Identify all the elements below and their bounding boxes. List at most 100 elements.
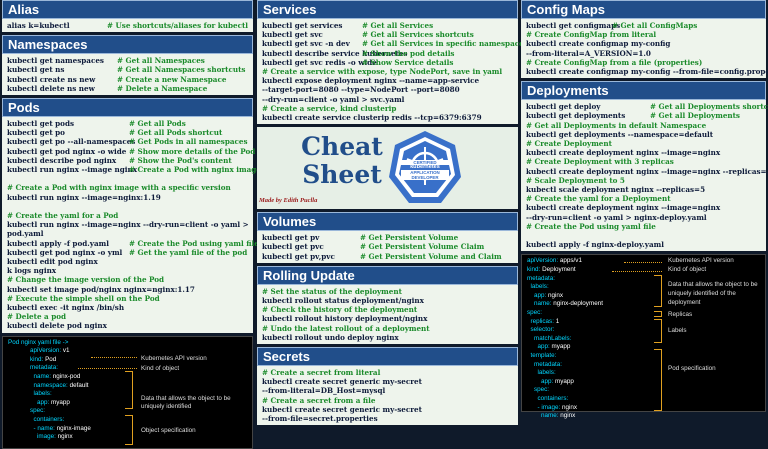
command-text: alias k=kubectl <box>7 21 70 30</box>
command-row: kubectl get ns# Get all Namespaces short… <box>7 65 248 74</box>
command-text: kubectl get services <box>262 21 343 30</box>
command-line: kubectl create configmap my-config --fro… <box>526 67 768 77</box>
yaml-line: name: nginx-deployment <box>527 300 760 309</box>
badge-line-2: kubernetes <box>401 164 449 171</box>
yaml-line: metadata: <box>527 275 760 284</box>
command-line: kubectl create configmap my-config <box>526 39 671 49</box>
comment-line: # Create ConfigMap from literal <box>526 30 657 40</box>
command-text: kubectl get ns <box>7 65 65 75</box>
annotation-text: Kind of object <box>141 364 180 372</box>
command-row: kubectl describe service kubernetes# Sho… <box>262 49 513 58</box>
yaml-key: spec: <box>30 407 46 415</box>
yaml-value: nginx-image <box>56 424 91 432</box>
configmaps-body: kubectl get configmaps# Get all ConfigMa… <box>521 19 768 78</box>
configmaps-section: Config Maps kubectl get configmaps# Get … <box>521 0 768 79</box>
command-comment: # Get all Pods <box>129 119 186 129</box>
yaml-value: nginx <box>57 433 73 441</box>
yaml-value: Deployment <box>542 266 576 274</box>
command-text: kubectl get deployments <box>526 111 626 121</box>
annotation-text: Labels <box>668 327 687 335</box>
command-line: kubectl create service clusterip redis -… <box>262 113 482 123</box>
command-comment: # Get all Pods shortcut <box>129 128 223 138</box>
command-comment: # Show Service details <box>362 57 454 67</box>
yaml-value: v1 <box>62 347 70 355</box>
command-line: kubectl create deployment nginx --image=… <box>526 203 721 213</box>
badge-line-3: APPLICATION <box>410 170 440 176</box>
command-row: kubectl get pv# Get Persistent Volume <box>262 233 513 242</box>
command-comment: # Show the pod details <box>362 48 455 58</box>
command-line: kubectl edit pod nginx <box>7 257 98 267</box>
yaml-key: app: <box>527 291 547 299</box>
command-text: kubectl get pod nginx -o wide <box>7 146 127 156</box>
command-line: kubectl create deployment nginx --image=… <box>526 166 768 176</box>
command-text: kubectl get pod nginx -o yml <box>7 247 123 257</box>
ckad-badge-icon: CERTIFIED kubernetes APPLICATION DEVELOP… <box>387 129 463 207</box>
badge-line-1: CERTIFIED <box>413 160 437 166</box>
yaml-line: kind: Deployment <box>527 266 760 275</box>
services-section: Services kubectl get services# Get all S… <box>257 0 524 125</box>
badge-line-4: DEVELOPER <box>411 175 439 181</box>
annotation-text: Kubernetes API version <box>668 257 734 265</box>
yaml-value: nginx-pod <box>52 373 81 381</box>
command-row: kubectl run nginx --image nginx# Create … <box>7 165 261 174</box>
bracket <box>654 319 662 344</box>
command-comment: # Get all Namespaces <box>117 56 205 66</box>
yaml-line: app: myapp <box>30 399 247 408</box>
command-text: kubectl get deploy <box>526 102 601 112</box>
command-comment: # Get Persistent Volume and Claim <box>360 251 502 261</box>
command-row: kubectl create ns new# Create a new Name… <box>7 75 248 84</box>
command-comment: # Create the Pod using yaml file <box>129 238 259 248</box>
yaml-line: spec: <box>30 407 247 416</box>
command-text: kubectl get po --all-namespaces <box>7 137 136 147</box>
bracket <box>125 370 133 409</box>
configmaps-title: Config Maps <box>521 0 766 19</box>
command-line: --from-literal=DB_Host=mysql <box>262 386 386 396</box>
comment-line: # Create a secret from a file <box>262 395 376 405</box>
yaml-key: selector: <box>527 326 555 334</box>
annotation-text: Kind of object <box>668 266 707 274</box>
command-line: pod.yaml <box>7 229 44 239</box>
command-line: kubectl get deployments --namespace=defa… <box>526 129 714 139</box>
command-comment: # Create a Pod with nginx image <box>129 165 261 175</box>
yaml-line: metadata: <box>527 361 760 370</box>
yaml-key: spec: <box>527 386 550 394</box>
command-text: kubectl get svc redis -o wide <box>262 57 377 67</box>
command-comment: # Get all Services in specific namespace <box>362 39 524 49</box>
command-text: kubectl get configmaps <box>526 21 621 30</box>
command-line: kubectl run nginx --image=nginx:1.19 <box>7 192 161 202</box>
cheat-sheet-title: Cheat Sheet <box>297 133 387 189</box>
yaml-key: template: <box>527 351 557 359</box>
dotted-connector <box>78 367 137 369</box>
command-row: kubectl get namespaces# Get all Namespac… <box>7 56 248 65</box>
annotation-text: Pod specification <box>668 365 716 373</box>
command-row: kubectl get deploy# Get all Deployments … <box>526 102 768 112</box>
command-text: kubectl get pv <box>262 233 320 243</box>
command-line: kubectl rollout status deployment/nginx <box>262 296 424 306</box>
comment-line: # Create the yaml for a Pod <box>7 211 119 221</box>
comment-line: # Create the yaml for a Deployment <box>526 194 671 204</box>
yaml-value: Pod <box>45 355 57 363</box>
command-line: kubectl set image pod/nginx nginx=nginx:… <box>7 284 195 294</box>
command-row: kubectl get deployments# Get all Deploym… <box>526 111 761 120</box>
deployments-body: kubectl get deploy# Get all Deployments … <box>521 100 768 251</box>
alias-title: Alias <box>2 0 253 19</box>
namespaces-title: Namespaces <box>2 35 253 55</box>
yaml-line: - image: nginx <box>527 404 760 413</box>
command-line: kubectl create secret generic my-secret <box>262 377 422 387</box>
command-comment: # Delete a Namespace <box>117 83 208 93</box>
yaml-line: containers: <box>30 416 247 425</box>
command-row: kubectl get pods# Get all Pods <box>7 119 248 128</box>
command-row: kubectl get pv,pvc# Get Persistent Volum… <box>262 252 513 261</box>
yaml-line: app: myapp <box>527 343 760 352</box>
command-line: --from-file=secret.properties <box>262 414 378 424</box>
yaml-key: app: <box>527 343 550 351</box>
yaml-value: default <box>69 381 89 389</box>
command-line <box>526 231 761 240</box>
namespaces-body: kubectl get namespaces# Get all Namespac… <box>2 54 253 95</box>
namespaces-section: Namespaces kubectl get namespaces# Get a… <box>2 35 253 96</box>
comment-line: # Create a service with expose, type Nod… <box>262 67 503 77</box>
